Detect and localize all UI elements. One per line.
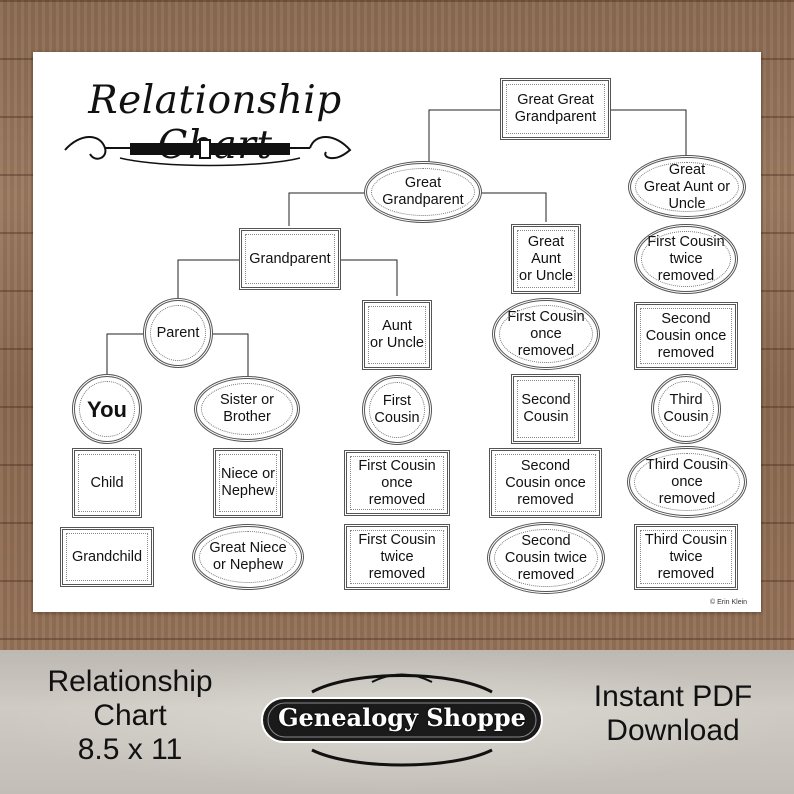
node-great-great-grandparent: Great Great Grandparent (500, 78, 611, 140)
node-first-cousin: First Cousin (362, 375, 432, 445)
node-second-cousin-once-removed-col4: Second Cousin once removed (489, 448, 602, 518)
node-aunt-uncle: Aunt or Uncle (362, 300, 432, 370)
node-first-cousin-twice-removed-col3: First Cousin twice removed (344, 524, 450, 590)
node-third-cousin: Third Cousin (651, 374, 721, 444)
node-parent: Parent (143, 298, 213, 368)
node-second-cousin-once-removed-col5: Second Cousin once removed (634, 302, 738, 370)
node-great-aunt-uncle: Great Aunt or Uncle (511, 224, 581, 294)
copyright-text: © Erin Klein (710, 599, 748, 606)
node-great-grandparent: Great Grandparent (364, 161, 482, 223)
node-first-cousin-once-removed-col4: First Cousin once removed (492, 298, 600, 370)
node-grandchild: Grandchild (60, 527, 154, 587)
logo-text: Genealogy Shoppe (278, 703, 526, 732)
chart-title: Relationship Chart (88, 78, 342, 168)
node-first-cousin-twice-removed-top: First Cousin twice removed (634, 224, 738, 294)
genealogy-shoppe-logo (261, 673, 543, 767)
connector-lines (106, 109, 687, 378)
node-great-niece-or-nephew: Great Niece or Nephew (192, 524, 304, 590)
node-niece-or-nephew: Niece or Nephew (213, 448, 283, 518)
node-third-cousin-once-removed: Third Cousin once removed (627, 446, 747, 518)
node-second-cousin: Second Cousin (511, 374, 581, 444)
node-you: You (72, 374, 142, 444)
banner-left-text: Relationship Chart 8.5 x 11 (47, 665, 213, 766)
node-third-cousin-twice-removed: Third Cousin twice removed (634, 524, 738, 590)
node-grandparent: Grandparent (239, 228, 341, 290)
node-second-cousin-twice-removed: Second Cousin twice removed (487, 522, 605, 594)
banner-right-text: Instant PDF Download (593, 680, 753, 747)
node-sister-or-brother: Sister or Brother (194, 376, 300, 442)
node-child: Child (72, 448, 142, 518)
flourish-ornament (64, 136, 352, 167)
node-first-cousin-once-removed-col3: First Cousin once removed (344, 450, 450, 516)
node-great-great-aunt-uncle: Great Great Aunt or Uncle (628, 155, 746, 219)
